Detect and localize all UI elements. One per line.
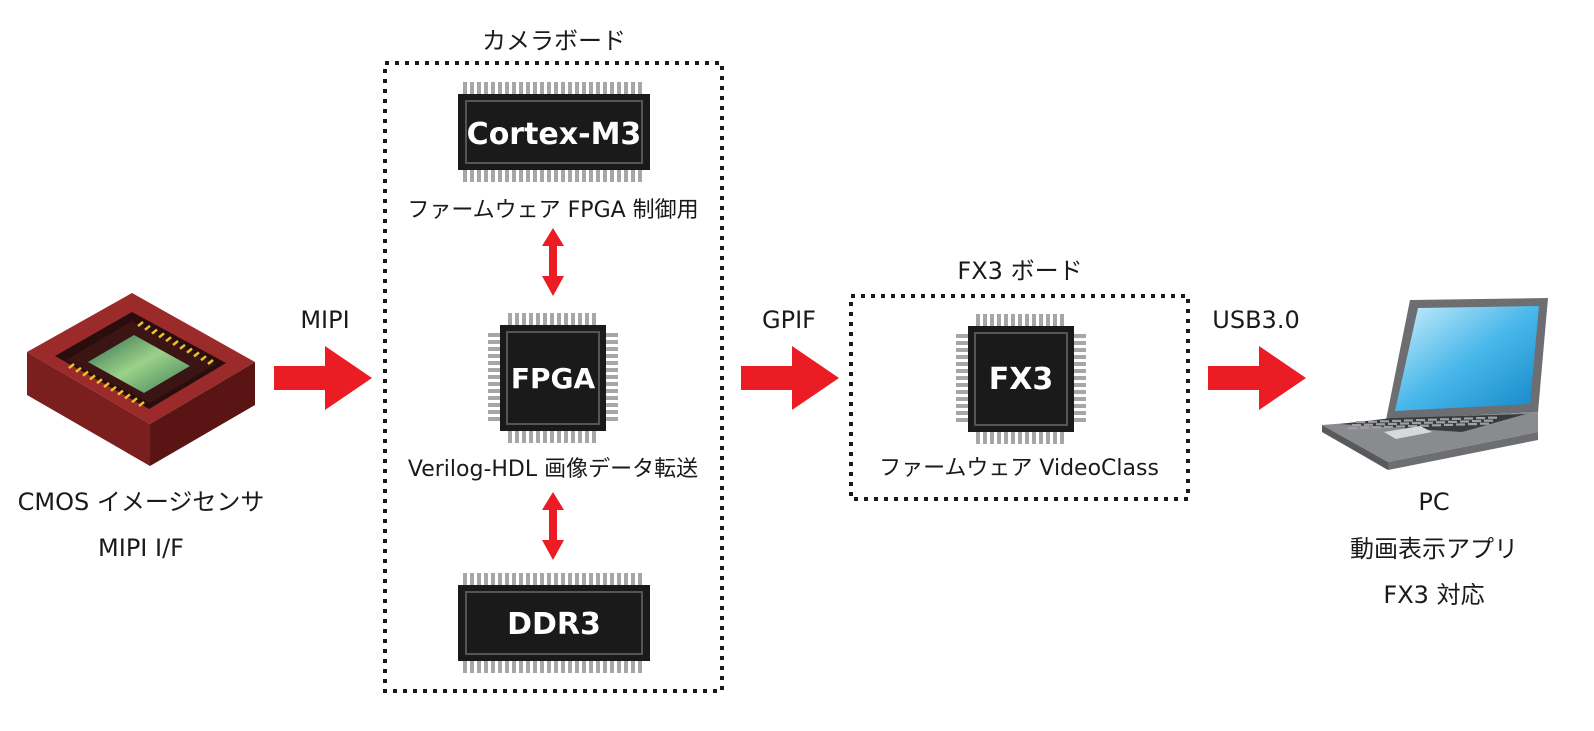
cortex-caption: ファームウェア FPGA 制御用 — [407, 198, 698, 223]
mipi-arrow — [274, 346, 372, 410]
sensor-label-line2: MIPI I/F — [98, 534, 184, 562]
camera-board-title: カメラボード — [482, 27, 626, 55]
fx3-chip-pins — [956, 314, 1086, 444]
fpga-caption: Verilog-HDL 画像データ転送 — [408, 457, 698, 482]
gpif-arrow — [741, 346, 839, 410]
pc-label-line2: 動画表示アプリ — [1350, 535, 1518, 563]
ddr3-chip: DDR3 — [458, 573, 650, 673]
fpga-chip: FPGA — [488, 313, 618, 443]
mipi-label: MIPI — [300, 306, 349, 334]
cortex-fpga-double-arrow — [542, 228, 564, 296]
gpif-label: GPIF — [762, 306, 816, 334]
cmos-sensor-graphic — [27, 293, 255, 466]
cortex-chip-label: Cortex-M3 — [467, 117, 642, 152]
ddr3-chip-label: DDR3 — [507, 607, 601, 642]
fx3-caption: ファームウェア VideoClass — [879, 456, 1159, 481]
cortex-m3-chip: Cortex-M3 — [458, 82, 650, 182]
fx3-chip: FX3 — [956, 314, 1086, 444]
usb-arrow — [1208, 346, 1306, 410]
sensor-label-line1: CMOS イメージセンサ — [18, 488, 265, 516]
fpga-ddr-double-arrow — [542, 492, 564, 560]
sensor-bond-pins — [68, 321, 214, 407]
usb-label: USB3.0 — [1212, 306, 1299, 334]
pc-label-line3: FX3 対応 — [1383, 581, 1484, 609]
cortex-chip-pins — [463, 82, 642, 182]
pc-label-line1: PC — [1418, 488, 1449, 516]
fpga-chip-pins — [488, 313, 618, 443]
fx3-board-title: FX3 ボード — [957, 257, 1082, 285]
fx3-chip-label: FX3 — [989, 362, 1054, 397]
ddr-chip-pins — [463, 573, 642, 673]
laptop-icon — [1322, 298, 1548, 470]
camera-board-frame — [383, 61, 724, 693]
fpga-chip-label: FPGA — [511, 362, 596, 395]
laptop-keyboard — [1348, 416, 1497, 430]
